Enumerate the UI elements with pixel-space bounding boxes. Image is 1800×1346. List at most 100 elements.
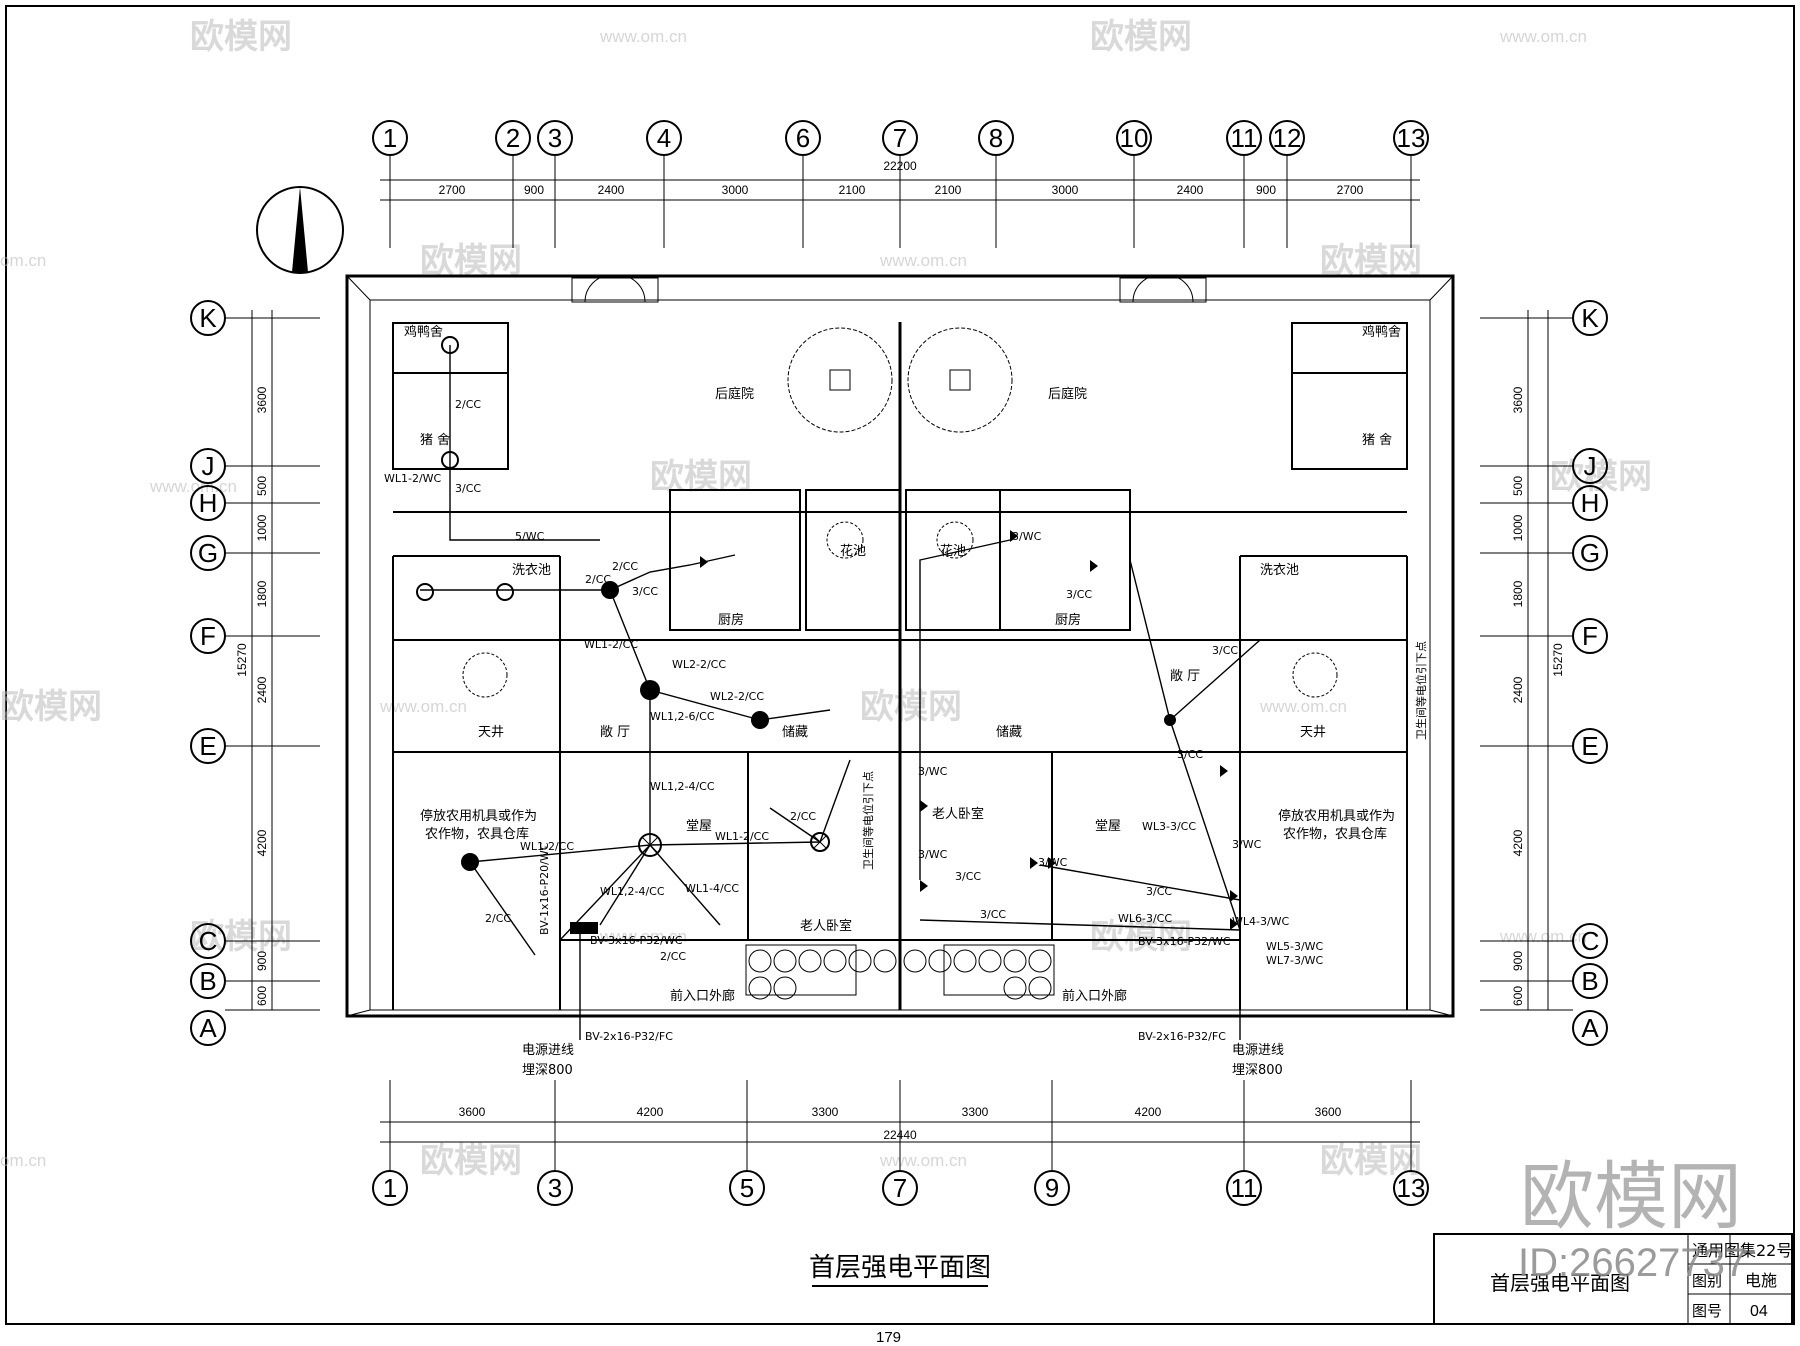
drawing-title-group: 首层强电平面图 (809, 1253, 991, 1287)
room-label: 敞 厅 (600, 724, 630, 740)
svg-text:10: 10 (1120, 123, 1149, 153)
watermark-url: www.om.cn (599, 927, 687, 946)
axis-bubble: G (190, 535, 320, 571)
room-label: 后庭院 (715, 386, 754, 402)
watermark-url: om.cn (0, 251, 46, 270)
circuit-label: WL4-3/WC (1232, 915, 1290, 928)
overall-dimension-side: 15270 (1551, 643, 1565, 677)
svg-text:8: 8 (989, 123, 1003, 153)
axis-bubble: K (190, 300, 320, 336)
circuit-label: 3/CC (1066, 588, 1092, 601)
svg-text:E: E (1581, 731, 1598, 761)
bottom-axis-bubbles: 1 3 5 7 9 11 13 (372, 1080, 1429, 1206)
dimension-label: 2400 (255, 676, 269, 703)
svg-text:1: 1 (383, 123, 397, 153)
dimension-label: 4200 (637, 1105, 664, 1119)
overall-dimension-side: 15270 (235, 643, 249, 677)
circuit-label: 3/WC (918, 765, 948, 778)
room-labels-left: 鸡鸭舍 后庭院 猪 舍 洗衣池 厨房 花池 天井 敞 厅 储藏 堂屋 老人卧室 … (404, 324, 875, 1004)
room-label: 天井 (478, 725, 504, 740)
svg-text:3: 3 (548, 1173, 562, 1203)
watermark-url: www.om.cn (1259, 697, 1347, 716)
svg-text:G: G (1580, 538, 1600, 568)
title-block: 首层强电平面图 通用图集22号 图别 电施 图号 04 (1433, 1233, 1793, 1325)
circuit-label: WL3-3/CC (1142, 820, 1196, 833)
dimension-label: 3000 (722, 183, 749, 197)
room-label: 花池 (940, 543, 966, 559)
front-planter-circles (748, 949, 1052, 1000)
circuit-label: 2/CC (612, 560, 638, 573)
svg-text:H: H (1581, 488, 1600, 518)
svg-text:13: 13 (1397, 123, 1426, 153)
watermark-brand: 欧模网 (420, 241, 522, 281)
axis-bubble: 3 (537, 120, 573, 248)
svg-text:6: 6 (796, 123, 810, 153)
circuit-label: 电源进线 (522, 1043, 574, 1058)
watermark-url: www.om.cn (599, 27, 687, 46)
left-axis-bubbles: K J H G F E C B A 3600 500 1000 1800 240… (190, 300, 320, 1046)
circuit-label: WL1-2/CC (584, 638, 638, 651)
courtyard-furniture (462, 327, 1338, 698)
room-label: 老人卧室 (800, 918, 852, 934)
room-label: 卫生间等电位引下点 (1414, 641, 1428, 740)
circuit-label: WL1-4/CC (685, 882, 739, 895)
circuit-label: 埋深800 (522, 1063, 573, 1078)
circuit-label: WL2-2/CC (672, 658, 726, 671)
title-block-atlas: 通用图集22号 (1692, 1241, 1792, 1260)
title-block-category-label: 图别 (1692, 1272, 1722, 1290)
room-label: 后庭院 (1048, 386, 1087, 402)
dimension-label: 1800 (1511, 580, 1525, 607)
north-arrow-icon (256, 186, 344, 274)
svg-text:C: C (199, 926, 218, 956)
watermark-brand: 欧模网 (1090, 917, 1192, 957)
svg-text:B: B (1581, 966, 1598, 996)
axis-bubble: 11 (1226, 120, 1262, 248)
room-labels-right: 鸡鸭舍 后庭院 猪 舍 洗衣池 厨房 花池 天井 敞 厅 储藏 堂屋 老人卧室 … (932, 324, 1428, 1004)
dimension-label: 2100 (935, 183, 962, 197)
dimension-label: 4200 (1135, 1105, 1162, 1119)
axis-bubble: H (1480, 485, 1608, 521)
axis-bubble: B (1480, 963, 1608, 999)
watermark-brand: 欧模网 (860, 687, 962, 727)
circuit-label: 3/CC (980, 908, 1006, 921)
svg-text:4: 4 (657, 123, 671, 153)
room-label: 堂屋 (1095, 819, 1121, 834)
dimension-label: 600 (255, 986, 269, 1006)
circuit-label: 2/CC (485, 912, 511, 925)
svg-text:A: A (199, 1013, 217, 1043)
svg-text:9: 9 (1045, 1173, 1059, 1203)
svg-text:3: 3 (548, 123, 562, 153)
axis-bubble: 12 (1269, 120, 1305, 248)
circuit-label: 2/CC (585, 573, 611, 586)
room-label: 猪 舍 (420, 433, 450, 448)
top-axis-bubbles: 1 2 3 4 6 7 8 10 11 12 13 (372, 120, 1429, 248)
svg-text:11: 11 (1231, 1173, 1258, 1203)
dimension-label: 500 (1511, 476, 1525, 496)
watermark-url: www.om.cn (379, 697, 467, 716)
watermark-url: www.om.cn (879, 251, 967, 270)
svg-text:F: F (200, 621, 216, 651)
circuit-label: 埋深800 (1232, 1063, 1283, 1078)
dimension-label: 3000 (1052, 183, 1079, 197)
circuit-label: BV-3x16-P32/WC (1138, 935, 1231, 948)
axis-bubble: 5 (729, 1080, 765, 1206)
room-label: 花池 (840, 543, 866, 559)
circuit-label: BV-3x16-P32/WC (590, 934, 683, 947)
axis-bubble: 2 (495, 120, 531, 248)
room-label: 堂屋 (686, 819, 712, 834)
axis-bubble: G (1480, 535, 1608, 571)
watermark-url: www.om.cn (1499, 27, 1587, 46)
dimension-label: 900 (1256, 183, 1276, 197)
svg-text:E: E (199, 731, 216, 761)
circuit-label: WL1-2/CC (520, 840, 574, 853)
svg-text:J: J (1584, 451, 1597, 481)
circuit-label: WL1,2-4/CC (600, 885, 665, 898)
circuit-label: 3/CC (1146, 885, 1172, 898)
circuit-label: WL1-2/WC (384, 472, 442, 485)
axis-bubble: H (190, 485, 320, 521)
axis-bubble: A (1480, 1009, 1608, 1046)
title-block-number-value: 04 (1750, 1303, 1768, 1320)
circuit-label: BV-2x16-P32/FC (585, 1030, 673, 1043)
watermark-id: ID:26627737 (1518, 1241, 1747, 1285)
circuit-label: 3/CC (1212, 644, 1238, 657)
